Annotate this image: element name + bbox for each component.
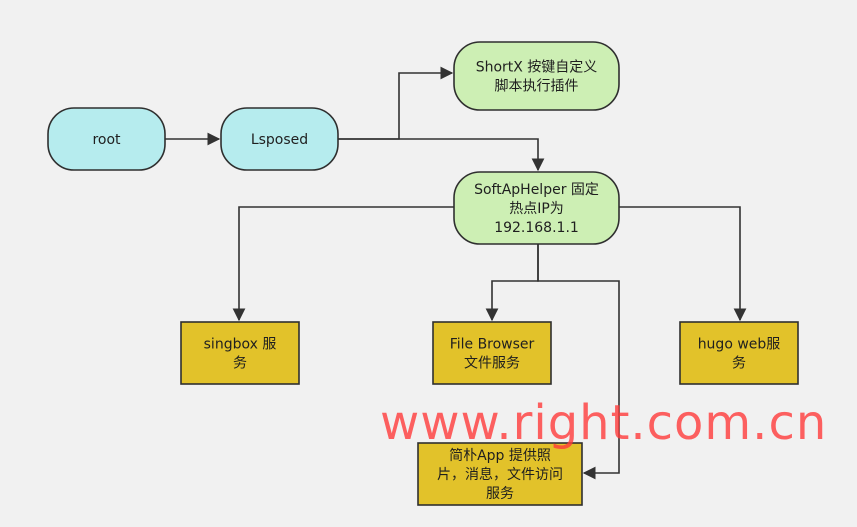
node-filebrowser-line-0: File Browser xyxy=(450,336,535,352)
edge-softap-to-hugo xyxy=(619,206,747,322)
node-singbox-line-1: 务 xyxy=(233,355,247,371)
node-shortx-box xyxy=(453,41,620,111)
watermark-text: www.right.com.cn xyxy=(380,395,827,451)
node-hugo-box xyxy=(679,321,799,385)
node-filebrowser-box xyxy=(432,321,552,385)
node-singbox-box xyxy=(180,321,300,385)
nodes-layer: root Lsposed ShortX 按键自定义脚本执行插件 SoftApHelpe… xyxy=(47,41,799,506)
node-filebrowser: File Browser 文件服务 xyxy=(432,321,552,385)
edges-layer xyxy=(165,66,747,480)
node-jianpu-line-2: 服务 xyxy=(486,486,514,502)
node-singbox-line-0: singbox 服 xyxy=(204,336,277,352)
node-shortx-line-0: ShortX 按键自定义 xyxy=(476,59,598,75)
node-jianpu-label: 简朴App 提供照片，消息，文件访问服务 xyxy=(437,447,563,502)
edge-lsposed-to-softap xyxy=(338,138,545,172)
node-root-box xyxy=(47,107,166,171)
edge-softap-to-jianpu xyxy=(537,244,620,480)
node-jianpu-box xyxy=(417,442,583,506)
node-lsposed-box xyxy=(220,107,339,171)
node-shortx-line-1: 脚本执行插件 xyxy=(495,78,579,94)
node-lsposed-line-0: Lsposed xyxy=(251,132,308,148)
node-jianpu-line-1: 片，消息，文件访问 xyxy=(437,466,563,483)
node-lsposed: Lsposed xyxy=(220,107,339,171)
node-root-label: root xyxy=(92,132,121,148)
node-hugo-line-0: hugo web服 xyxy=(698,336,781,352)
node-hugo: hugo web服务 xyxy=(679,321,799,385)
node-jianpu: 简朴App 提供照片，消息，文件访问服务 xyxy=(417,442,583,506)
node-shortx-label: ShortX 按键自定义脚本执行插件 xyxy=(476,59,598,94)
node-softap-label: SoftApHelper 固定热点IP为 192.168.1.1 xyxy=(474,182,599,236)
node-softap-line-1: 热点IP为 xyxy=(509,201,564,217)
node-root: root xyxy=(47,107,166,171)
node-softap-line-0: SoftApHelper 固定 xyxy=(474,182,599,198)
node-filebrowser-label: File Browser 文件服务 xyxy=(450,336,535,371)
node-softap-box xyxy=(453,171,620,245)
node-hugo-line-1: 务 xyxy=(732,355,746,371)
node-singbox-label: singbox 服务 xyxy=(204,336,277,371)
edge-lsposed-to-shortx xyxy=(338,66,454,140)
node-singbox: singbox 服务 xyxy=(180,321,300,385)
node-lsposed-label: Lsposed xyxy=(251,132,308,148)
node-softap: SoftApHelper 固定热点IP为 192.168.1.1 xyxy=(453,171,620,245)
node-filebrowser-line-1: 文件服务 xyxy=(464,355,520,371)
edge-softap-to-filebrowser xyxy=(485,244,539,322)
node-shortx: ShortX 按键自定义脚本执行插件 xyxy=(453,41,620,111)
node-root-line-0: root xyxy=(92,132,121,148)
edge-softap-to-singbox xyxy=(232,206,454,322)
node-hugo-label: hugo web服务 xyxy=(698,336,781,371)
node-softap-line-2: 192.168.1.1 xyxy=(494,220,579,236)
node-jianpu-line-0: 简朴App 提供照 xyxy=(449,447,551,464)
